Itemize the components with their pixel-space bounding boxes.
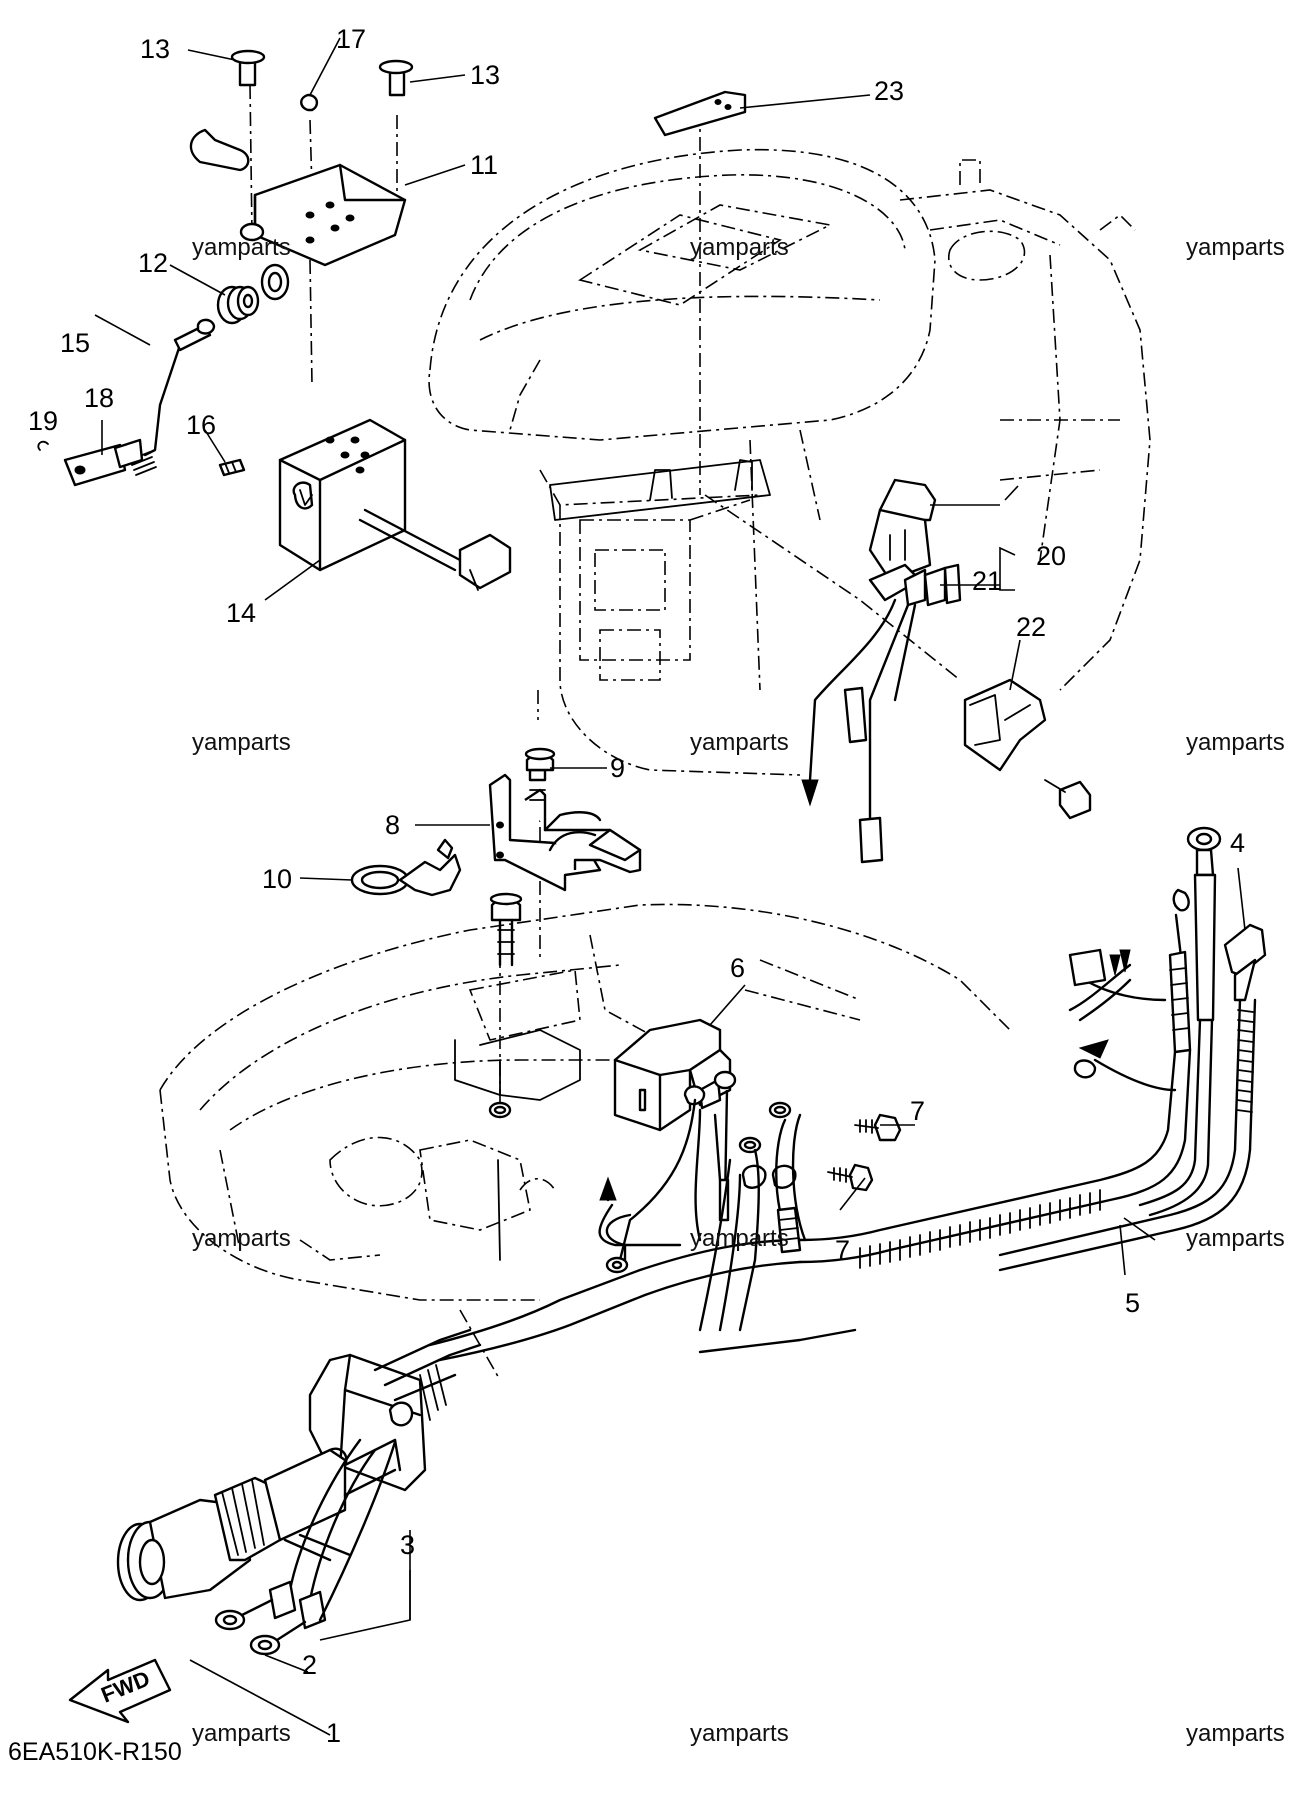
callout-8: 8 xyxy=(385,810,401,840)
callout-15: 15 xyxy=(60,328,91,358)
bolts-7 xyxy=(738,1101,902,1192)
callout-4: 4 xyxy=(1230,828,1246,858)
spring-12 xyxy=(216,285,260,325)
callout-9: 9 xyxy=(610,753,626,783)
engine-phantom xyxy=(428,148,1151,776)
watermark: yamparts xyxy=(192,729,291,756)
leader-lines xyxy=(94,37,1246,1736)
watermark: yamparts xyxy=(192,1225,291,1252)
callout-16: 16 xyxy=(186,410,217,440)
watermark: yamparts xyxy=(690,234,789,261)
callout-17: 17 xyxy=(336,24,367,54)
bracket-22 xyxy=(963,678,1092,820)
watermark: yamparts xyxy=(1186,1225,1285,1252)
wire-arrow-up xyxy=(598,1176,682,1247)
callout-13-left: 13 xyxy=(140,34,171,64)
bottom-cowl-phantom xyxy=(159,903,1011,1381)
watermark: yamparts xyxy=(690,1720,789,1747)
mount-bracket-lower xyxy=(454,1029,581,1261)
watermark: yamparts xyxy=(192,1720,291,1747)
callout-14: 14 xyxy=(226,598,257,628)
bracket-assembly-11 xyxy=(189,49,414,301)
watermark: yamparts xyxy=(690,729,789,756)
battery-cable-4 xyxy=(998,826,1267,1272)
bolt-lower xyxy=(489,892,523,967)
callout-19: 19 xyxy=(28,406,59,436)
callout-10: 10 xyxy=(262,864,293,894)
callout-23: 23 xyxy=(874,76,905,106)
drawing-code: 6EA510K-R150 xyxy=(8,1738,182,1766)
watermark: yamparts xyxy=(192,234,291,261)
callout-12: 12 xyxy=(138,248,169,278)
stop-switch-20 xyxy=(801,478,947,864)
callout-7-lower: 7 xyxy=(835,1235,851,1265)
watermark: yamparts xyxy=(1186,729,1285,756)
callout-1: 1 xyxy=(326,1718,342,1748)
pin-16 xyxy=(218,458,246,477)
bolt-9 xyxy=(524,747,556,801)
callout-13-right: 13 xyxy=(470,60,501,90)
callout-5: 5 xyxy=(1125,1288,1141,1318)
callout-3: 3 xyxy=(400,1530,416,1560)
callout-20: 20 xyxy=(1036,541,1067,571)
watermark: yamparts xyxy=(1186,234,1285,261)
starter-switch-14 xyxy=(278,418,512,591)
choke-rod-15 xyxy=(129,318,216,476)
callout-7-upper: 7 xyxy=(910,1096,926,1126)
fwd-arrow: FWD xyxy=(68,1658,172,1724)
main-switch-1 xyxy=(116,1438,402,1656)
callout-18: 18 xyxy=(84,383,115,413)
watermark: yamparts xyxy=(1186,1720,1285,1747)
clamp-10 xyxy=(350,838,462,897)
callout-22: 22 xyxy=(1016,612,1047,642)
lever-23 xyxy=(653,90,747,137)
callout-6: 6 xyxy=(730,953,746,983)
callout-2: 2 xyxy=(302,1650,318,1680)
wiring-harness-5 xyxy=(428,888,1192,1362)
watermark: yamparts xyxy=(690,1225,789,1252)
cam-18-clip-19 xyxy=(37,438,144,487)
clip-21 xyxy=(943,563,962,605)
bracket-8 xyxy=(488,773,642,892)
callout-21: 21 xyxy=(972,566,1003,596)
callout-11: 11 xyxy=(470,150,499,180)
wire-lead-lower xyxy=(698,1148,760,1332)
